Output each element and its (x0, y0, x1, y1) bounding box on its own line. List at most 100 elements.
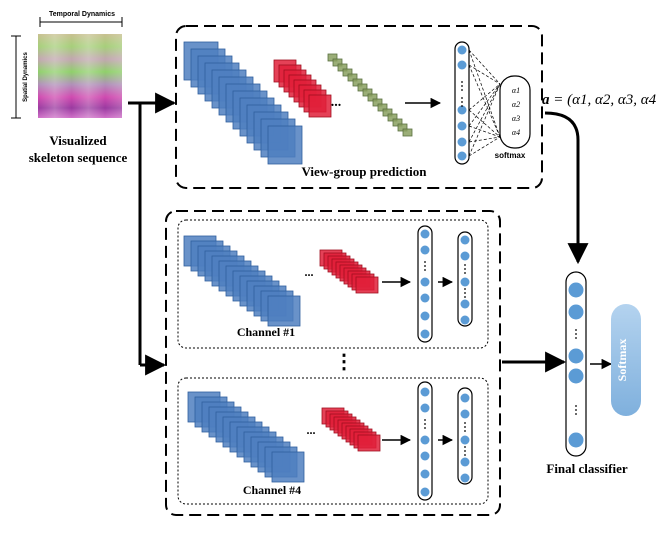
ellipsis-dot (464, 454, 466, 456)
feature-map (382, 108, 393, 117)
input-caption-line2: skeleton sequence (29, 150, 128, 165)
neuron (420, 435, 430, 445)
feature-map (327, 53, 338, 62)
ellipsis-dot (575, 405, 577, 407)
connection (468, 49, 501, 138)
flow-arrows (128, 92, 613, 376)
fc-layer (457, 231, 473, 327)
neuron (420, 451, 430, 461)
connection (468, 125, 501, 138)
connection (468, 49, 501, 85)
neuron (460, 409, 470, 419)
neuron (457, 121, 467, 131)
ellipsis-dot (464, 288, 466, 290)
feature-map (267, 125, 303, 165)
feature-map (271, 451, 305, 483)
feature-map (347, 73, 358, 82)
neuron (460, 457, 470, 467)
feature-map (352, 78, 363, 87)
neuron (457, 137, 467, 147)
connection (468, 136, 501, 143)
fc-layer (417, 381, 433, 501)
fc-connections (468, 49, 501, 157)
final-classifier: Softmax Final classifier (546, 271, 641, 476)
channel-4-label: Channel #4 (243, 483, 301, 497)
skeleton-input: Temporal Dynamics Spatial Dynamics Visua… (11, 11, 128, 165)
ellipsis-dot (424, 427, 426, 429)
neuron (420, 293, 430, 303)
neuron (420, 403, 430, 413)
conv-feature-stack-small (319, 249, 379, 294)
neuron (568, 368, 584, 384)
alpha-label-2: α2 (512, 100, 520, 109)
neuron (460, 315, 470, 325)
final-classifier-title: Final classifier (546, 461, 627, 476)
ellipsis-dot (575, 329, 577, 331)
alpha-equation: a = (α1, α2, α3, α4 (542, 92, 657, 108)
channels-border (165, 210, 501, 516)
ellipsis-dot (424, 423, 426, 425)
conv-feature-stack (183, 41, 303, 165)
ellipsis-dot (575, 413, 577, 415)
neuron (420, 277, 430, 287)
arrow-alpha-to-classifier (544, 111, 589, 265)
neuron (460, 235, 470, 245)
softmax-block-label: Softmax (615, 339, 629, 382)
fc-layer (417, 225, 433, 343)
ellipsis-dot (464, 450, 466, 452)
ellipsis-dot (464, 426, 466, 428)
spatial-dynamics-label: Spatial Dynamics (23, 51, 29, 101)
ellipsis-dot (464, 264, 466, 266)
neuron (420, 245, 430, 255)
ellipsis-dot (461, 81, 463, 83)
neuron (457, 60, 467, 70)
ellipsis-dot (424, 269, 426, 271)
channels-vertical-ellipsis: ⋮ (334, 351, 354, 373)
ellipsis-dot (575, 333, 577, 335)
fc-feature-stack (327, 53, 413, 137)
feature-map (362, 88, 373, 97)
channel-4-ellipsis: ... (307, 423, 316, 437)
neuron (457, 105, 467, 115)
feature-map (402, 128, 413, 137)
fc-layer-capsule (454, 41, 470, 165)
neuron (460, 393, 470, 403)
ellipsis-dot (575, 409, 577, 411)
connection (468, 136, 501, 157)
neuron (460, 277, 470, 287)
ellipsis-dot (461, 85, 463, 87)
conv-feature-stack-small (321, 407, 381, 452)
connection (468, 83, 501, 111)
neuron (457, 151, 467, 161)
view-group-border (175, 25, 543, 189)
conv-feature-stack-small (273, 59, 332, 118)
ellipsis-dot (424, 419, 426, 421)
feature-map (332, 58, 343, 67)
neuron (568, 304, 584, 320)
connection (468, 64, 501, 85)
neuron (460, 435, 470, 445)
feature-map (357, 434, 381, 452)
neuron (568, 282, 584, 298)
neuron (460, 473, 470, 483)
neuron (457, 45, 467, 55)
view-group-title: View-group prediction (301, 164, 427, 179)
channel-1-ellipsis: ... (305, 265, 314, 279)
ellipsis-dot (464, 292, 466, 294)
channel-4: ... Channel #4 (177, 377, 489, 505)
connection (468, 109, 501, 138)
ellipsis-dot (464, 272, 466, 274)
ellipsis-dot (461, 89, 463, 91)
fc-layer-capsule (565, 271, 587, 457)
alpha-label-3: α3 (512, 114, 520, 123)
neuron (460, 251, 470, 261)
alpha-equation-text: a = (α1, α2, α3, α4 (542, 92, 657, 108)
fc-layer (454, 41, 470, 165)
connection (468, 83, 501, 127)
feature-map (355, 276, 379, 294)
conv-feature-stack (187, 391, 305, 483)
neuron (420, 329, 430, 339)
